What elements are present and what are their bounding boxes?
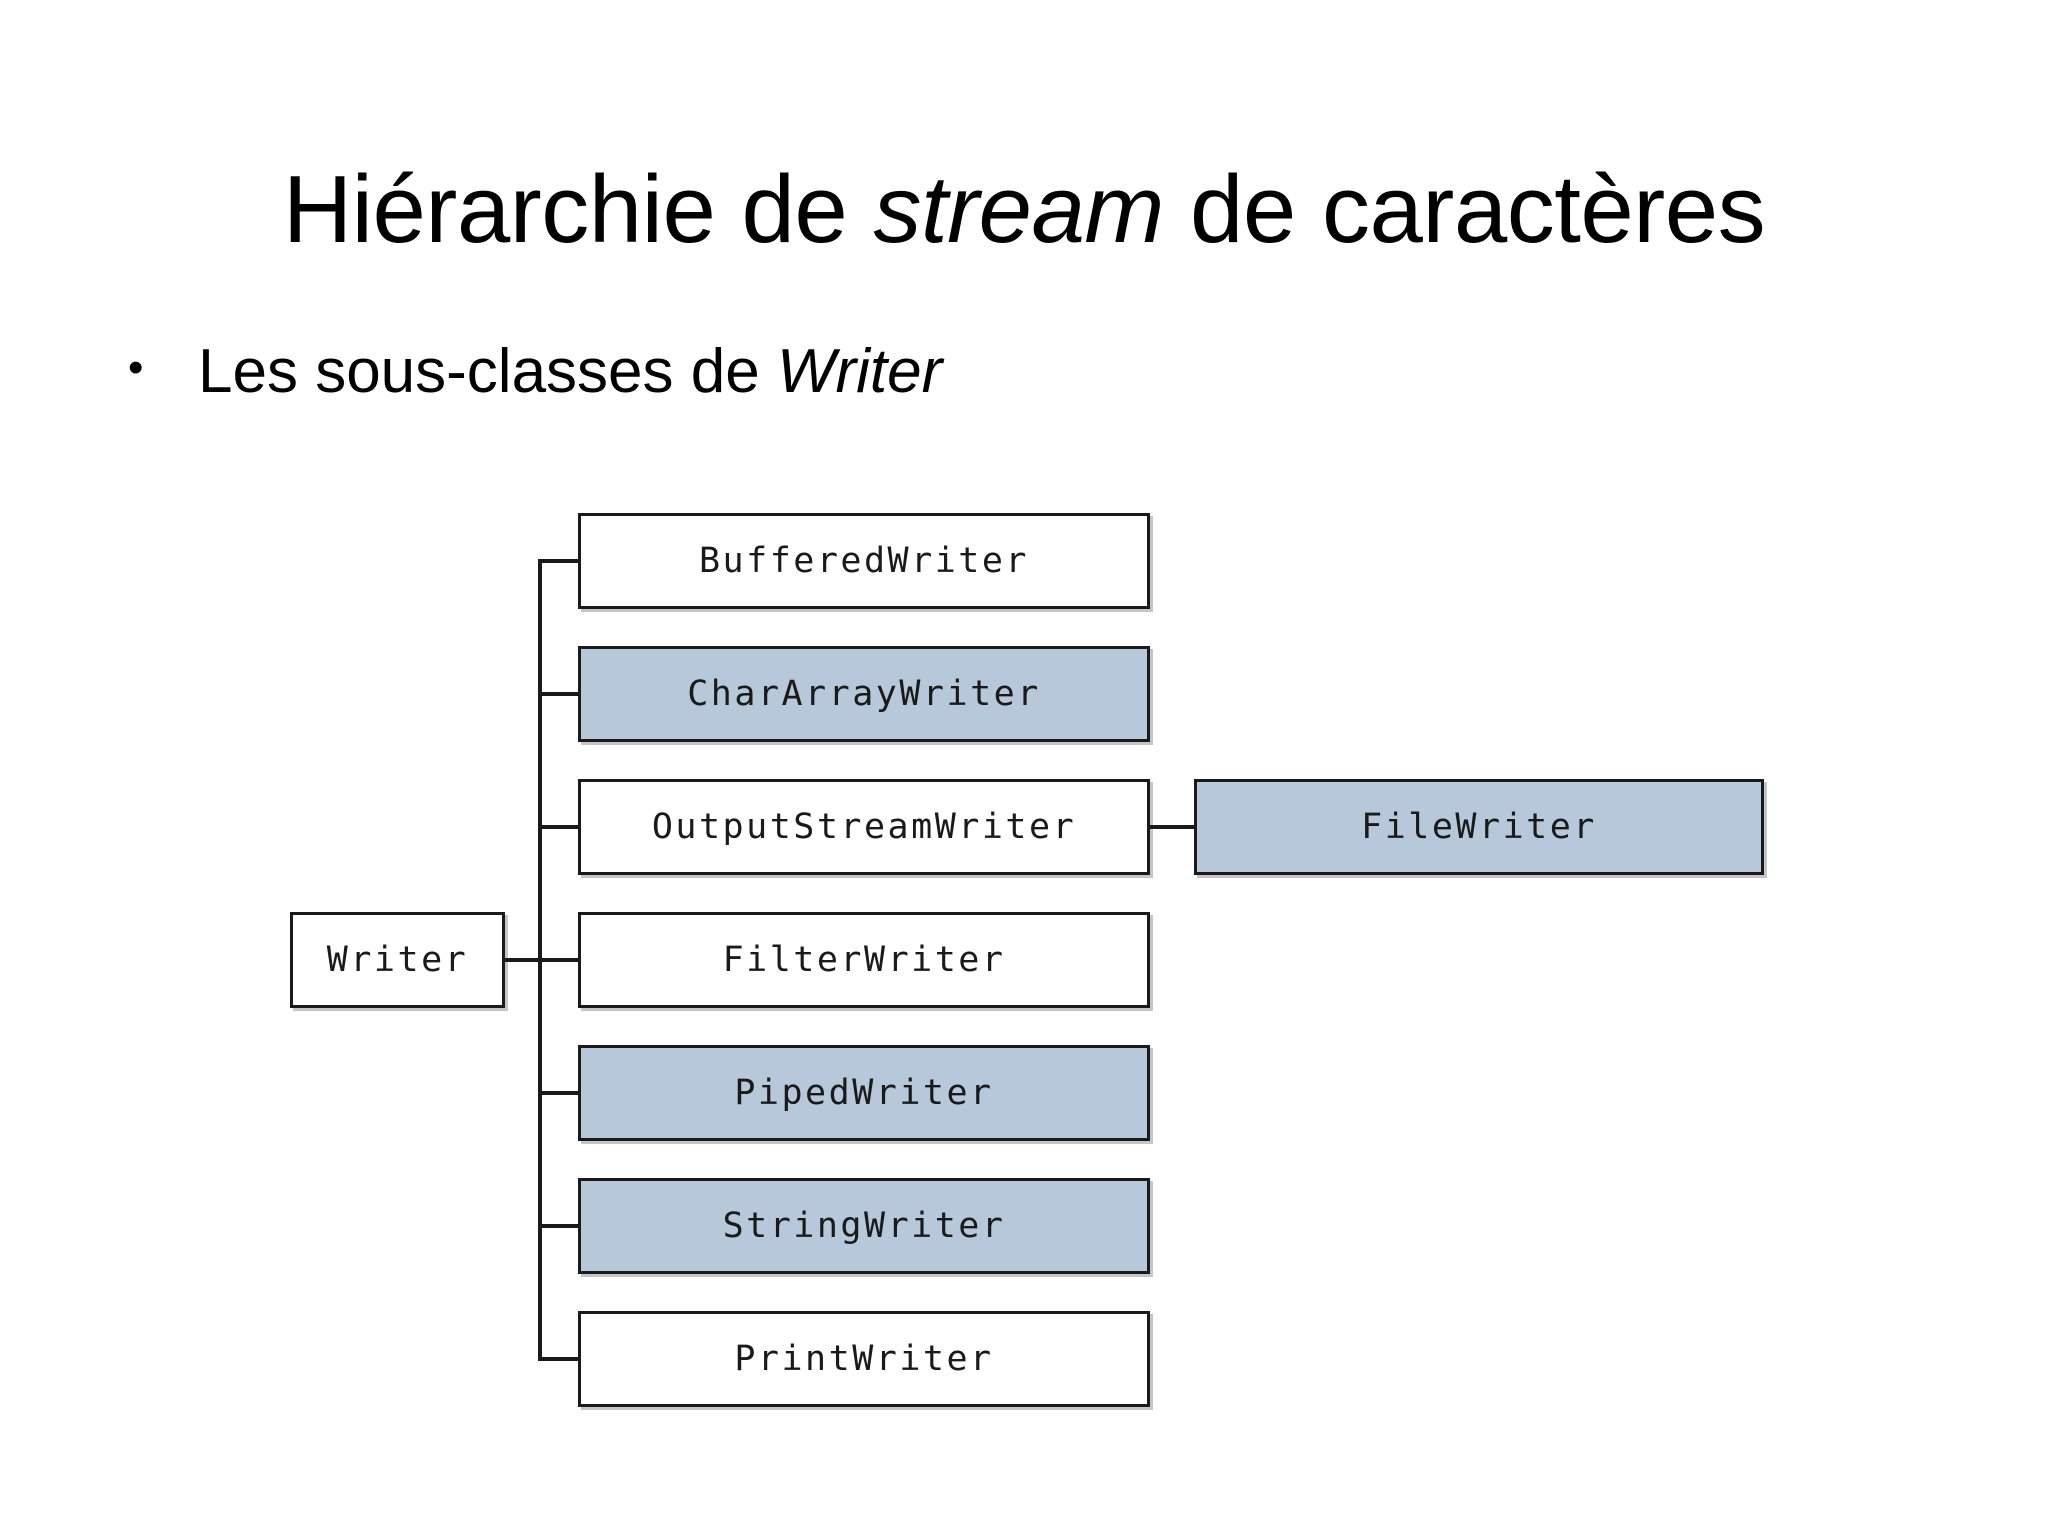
diagram-node-label: FilterWriter bbox=[722, 940, 1006, 980]
diagram-node-label: PrintWriter bbox=[734, 1339, 994, 1379]
connector-trunk-to-outputstreamwriter bbox=[538, 825, 580, 829]
connector-trunk-to-chararraywriter bbox=[538, 692, 580, 696]
diagram-node-printwriter: PrintWriter bbox=[578, 1311, 1150, 1407]
list-item-label: Les sous-classes de Writer bbox=[198, 337, 943, 406]
connector-trunk-to-printwriter bbox=[538, 1357, 580, 1361]
diagram-node-label: StringWriter bbox=[722, 1206, 1006, 1246]
diagram-node-label: CharArrayWriter bbox=[687, 674, 1041, 714]
page-title-part1: Hiérarchie de bbox=[282, 156, 874, 264]
connector-outputstreamwriter-to-filewriter bbox=[1150, 825, 1196, 829]
connector-trunk-to-bufferedwriter bbox=[538, 559, 580, 563]
diagram-node-filterwriter: FilterWriter bbox=[578, 912, 1150, 1008]
diagram-node-label: BufferedWriter bbox=[698, 541, 1029, 581]
diagram-node-label: Writer bbox=[326, 940, 469, 980]
list-item: • Les sous-classes de Writer bbox=[120, 337, 1720, 406]
diagram-node-label: FileWriter bbox=[1361, 807, 1597, 847]
connector-trunk-to-pipedwriter bbox=[538, 1091, 580, 1095]
diagram-node-bufferedwriter: BufferedWriter bbox=[578, 513, 1150, 609]
page-title-part2: de caractères bbox=[1163, 156, 1766, 264]
diagram-node-filewriter: FileWriter bbox=[1194, 779, 1764, 875]
page-title: Hiérarchie de stream de caractères bbox=[0, 159, 2048, 261]
list-item-text-before: Les sous-classes de bbox=[198, 337, 777, 406]
diagram-node-chararraywriter: CharArrayWriter bbox=[578, 646, 1150, 742]
diagram-node-pipedwriter: PipedWriter bbox=[578, 1045, 1150, 1141]
page-title-emphasis: stream bbox=[873, 156, 1164, 264]
connector-trunk-to-filterwriter bbox=[538, 958, 580, 962]
list-item-emphasis: Writer bbox=[776, 337, 943, 406]
diagram-node-label: PipedWriter bbox=[734, 1073, 994, 1113]
diagram-node-writer: Writer bbox=[290, 912, 505, 1008]
diagram-node-label: OutputStreamWriter bbox=[651, 807, 1077, 847]
connector-trunk-to-stringwriter bbox=[538, 1224, 580, 1228]
bullet-list: • Les sous-classes de Writer bbox=[120, 337, 1720, 406]
bullet-point-icon: • bbox=[128, 343, 144, 392]
diagram-node-stringwriter: StringWriter bbox=[578, 1178, 1150, 1274]
diagram-node-outputstreamwriter: OutputStreamWriter bbox=[578, 779, 1150, 875]
